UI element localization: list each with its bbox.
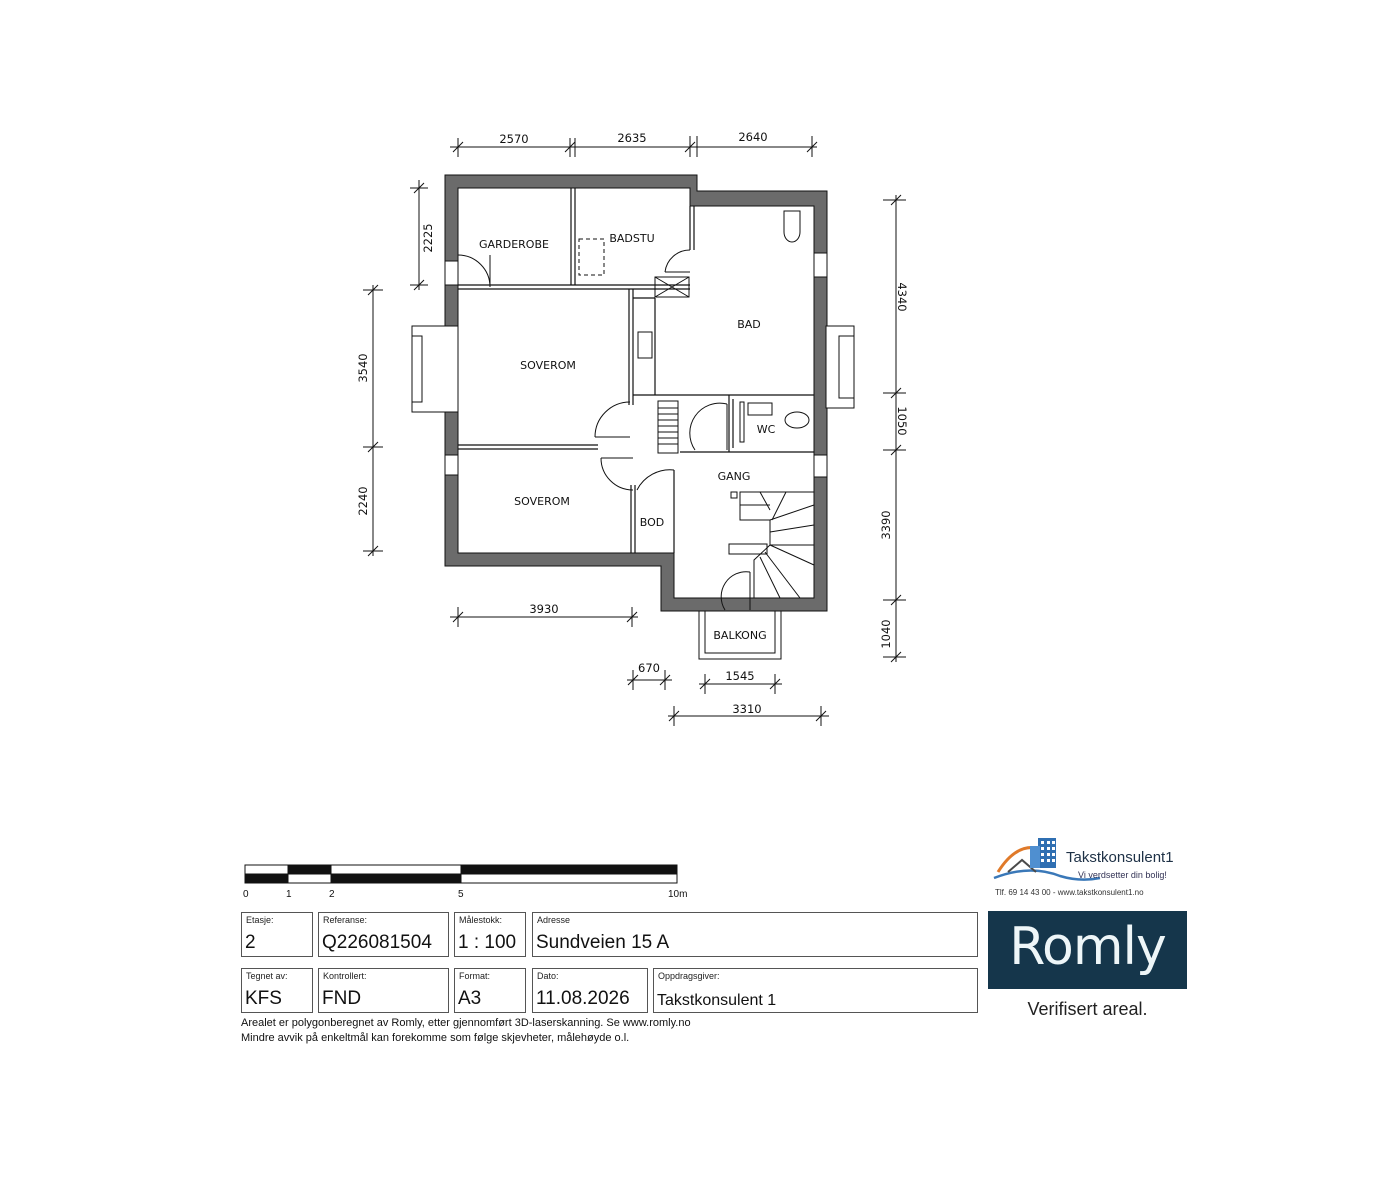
room-gang: GANG [718,470,751,483]
room-soverom-2: SOVEROM [514,495,570,508]
room-wc: WC [757,423,776,436]
room-bod: BOD [640,516,664,529]
note-line-2: Mindre avvik på enkeltmål kan forekomme … [241,1032,630,1044]
kontrollert-value: FND [322,988,362,1009]
dim-left-2: 3540 [356,353,370,382]
dim-bottom-1: 3930 [529,602,558,616]
room-garderobe: GARDEROBE [479,238,549,251]
dim-bottom-2: 670 [638,661,660,675]
dim-left-3: 2240 [356,486,370,515]
dim-bottom-4: 3310 [732,702,761,716]
kontrollert-label: Kontrollert: [323,971,367,981]
cell-oppdragsgiver: Oppdragsgiver: Takstkonsulent 1 [653,968,978,1013]
interior-walls [458,188,814,553]
referanse-label: Referanse: [323,915,368,925]
scale-label-0: 0 [243,889,249,900]
badstu-bench [578,238,605,276]
oppdragsgiver-value: Takstkonsulent 1 [657,992,777,1009]
cell-format: Format: A3 [454,968,526,1013]
staircase-main [739,491,815,599]
cell-kontrollert: Kontrollert: FND [318,968,449,1013]
room-badstu: BADSTU [609,232,654,245]
takstkonsulent-slogan: Vi verdsetter din bolig! [1078,870,1167,880]
dim-bottom-3: 1545 [725,669,754,683]
bad-cabinet [637,331,653,359]
takstkonsulent-name: Takstkonsulent1 [1066,849,1174,866]
etasje-value: 2 [245,932,256,953]
dim-top-2: 2635 [617,131,646,145]
cell-adresse: Adresse Sundveien 15 A [532,912,978,957]
takstkonsulent-logo-icon [993,838,1101,881]
romly-wordmark: Romly [1009,917,1166,977]
cell-tegnet-av: Tegnet av: KFS [241,968,313,1013]
dim-right-3: 3390 [879,510,893,539]
toilet-icon [783,210,801,243]
tegnet-av-value: KFS [245,988,282,1009]
cell-dato: Dato: 11.08.2026 [532,968,648,1013]
dim-top-3: 2640 [738,130,767,144]
room-soverom-1: SOVEROM [520,359,576,372]
cell-etasje: Etasje: 2 [241,912,313,957]
romly-tagline: Verifisert areal. [1027,999,1148,1019]
tegnet-av-label: Tegnet av: [246,971,288,981]
takstkonsulent-contact: Tlf. 69 14 43 00 - www.takstkonsulent1.n… [995,888,1144,897]
note-line-1: Arealet er polygonberegnet av Romly, ett… [241,1017,691,1029]
dimension-lines [363,136,906,726]
format-label: Format: [459,971,491,981]
cell-malestokk: Målestokk: 1 : 100 [454,912,526,957]
etasje-label: Etasje: [246,915,274,925]
dim-left-1: 2225 [421,223,435,252]
scale-label-1: 1 [286,889,292,900]
chimney [654,276,690,298]
scale-label-2: 2 [329,889,335,900]
wc-toilet-icon [784,411,810,429]
doors [457,249,751,611]
cell-referanse: Referanse: Q226081504 [318,912,449,957]
wc-sink-icon [747,402,773,416]
staircase-small [657,400,679,454]
room-balkong: BALKONG [713,629,766,642]
room-bad: BAD [737,318,761,331]
dim-right-2: 1050 [895,406,909,435]
windows [411,252,855,478]
format-value: A3 [458,988,482,1009]
malestokk-label: Målestokk: [459,915,503,925]
dato-value: 11.08.2026 [536,988,630,1009]
dim-right-4: 1040 [879,619,893,648]
dim-right-1: 4340 [895,282,909,311]
scale-label-5: 5 [458,889,464,900]
dato-label: Dato: [537,971,559,981]
fixtures [578,210,815,660]
scale-bar [244,864,678,884]
scale-label-10m: 10m [668,889,688,900]
adresse-label: Adresse [537,915,571,925]
romly-logo: Romly [988,911,1187,989]
dim-top-1: 2570 [499,132,528,146]
adresse-value: Sundveien 15 A [536,932,670,953]
referanse-value: Q226081504 [322,932,432,953]
oppdragsgiver-label: Oppdragsgiver: [658,971,720,981]
malestokk-value: 1 : 100 [458,932,517,953]
